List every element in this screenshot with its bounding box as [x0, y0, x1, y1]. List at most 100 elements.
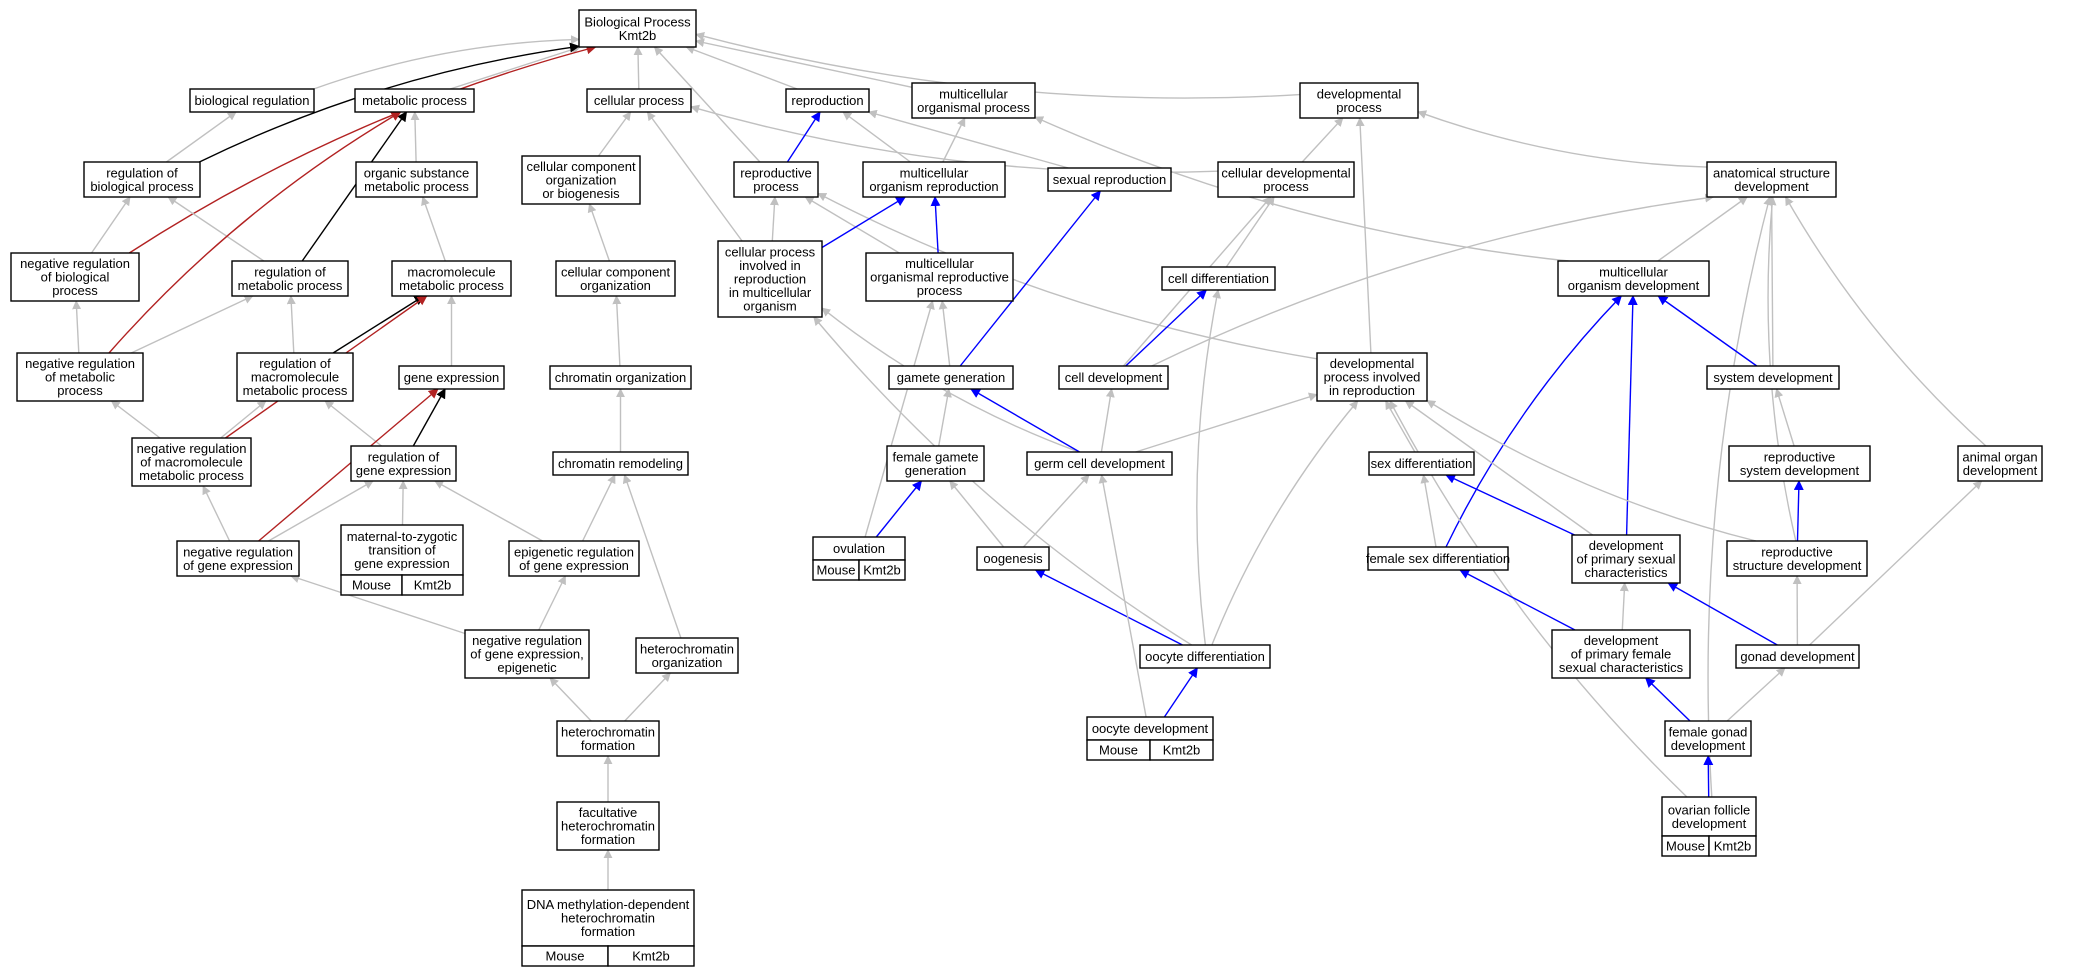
node-label-line: cellular process [594, 93, 685, 108]
edge-celldev-to-anatstruct [1151, 193, 1715, 367]
node-label-line: multicellular [905, 256, 974, 271]
node-label-line: developmental [1317, 86, 1402, 101]
edge-oocytedev-to-germcell [1098, 474, 1147, 718]
node-sexdiff[interactable]: sex differentiation [1368, 451, 1475, 476]
edge-line [1809, 480, 1983, 646]
node-celldiff[interactable]: cell differentiation [1161, 266, 1276, 291]
node-label-line: negative regulation [25, 356, 135, 371]
node-chromrem[interactable]: chromatin remodeling [552, 451, 689, 476]
node-dnameth[interactable]: DNA methylation-dependentheterochromatin… [521, 889, 695, 967]
edge-line [1225, 196, 1275, 268]
edge-femgonad-to-gonaddev [1726, 667, 1786, 722]
node-label-line: structure development [1733, 558, 1862, 573]
edge-regmetab-to-regbp [167, 196, 265, 262]
node-oogenesis[interactable]: oogenesis [976, 546, 1050, 571]
edge-multiorgdev-to-multiorg [1034, 116, 1569, 262]
edge-reggeneexp-to-geneexp [412, 388, 446, 447]
node-gamgen[interactable]: gamete generation [888, 365, 1014, 390]
node-sexrep[interactable]: sexual reproduction [1047, 167, 1172, 192]
node-repro[interactable]: reproduction [785, 88, 870, 113]
edge-orgsub-to-metab [410, 111, 420, 163]
node-label-line: formation [581, 738, 635, 753]
edge-ovfoll-to-anatstruct [1707, 196, 1773, 798]
gene-badge-label: Kmt2b [863, 563, 901, 578]
node-femsexdiff[interactable]: female sex differentiation [1366, 546, 1510, 571]
node-germcell[interactable]: germ cell development [1026, 451, 1173, 476]
edge-hetorg-to-chromrem [622, 474, 682, 639]
node-sysdev[interactable]: system development [1706, 365, 1840, 390]
node-label-line: of gene expression [519, 558, 629, 573]
node-bioreg[interactable]: biological regulation [189, 88, 315, 113]
edge-devprimsex-to-multiorgdev [1625, 295, 1638, 536]
node-gonaddev[interactable]: gonad development [1735, 644, 1860, 669]
node-label-line: reproductive [1761, 544, 1833, 559]
node-label-line: macromolecule [251, 370, 339, 385]
edge-line [1355, 117, 1372, 354]
edge-line [202, 485, 231, 542]
node-label-line: organization [652, 655, 723, 670]
node-celldev[interactable]: cell development [1058, 365, 1169, 390]
node-label-line: process [57, 383, 103, 398]
node-box [236, 352, 354, 402]
node-label-line: development [1672, 816, 1747, 831]
node-geneexp[interactable]: gene expression [398, 365, 505, 390]
node-label-line: cell development [1065, 370, 1163, 385]
node-metab[interactable]: metabolic process [354, 88, 475, 113]
species-badge-label: Mouse [545, 949, 584, 964]
node-box [10, 252, 140, 302]
edge-line [1022, 474, 1090, 548]
node-label-line: heterochromatin [561, 819, 655, 834]
edge-line [867, 109, 1069, 169]
node-label-line: metabolic process [364, 179, 469, 194]
node-label-line: gene expression [404, 370, 499, 385]
node-box [1571, 534, 1681, 584]
node-chromorg[interactable]: chromatin organization [549, 365, 692, 390]
edge-line [1619, 582, 1629, 631]
node-label-line: DNA methylation-dependent [527, 897, 690, 912]
node-cellproc[interactable]: cellular process [586, 88, 692, 113]
edge-negregmacro-to-regmacro [220, 400, 267, 439]
node-oocytediff[interactable]: oocyte differentiation [1139, 644, 1271, 669]
edge-line [685, 45, 798, 90]
edge-negregmacro-to-negregmet [110, 400, 161, 439]
